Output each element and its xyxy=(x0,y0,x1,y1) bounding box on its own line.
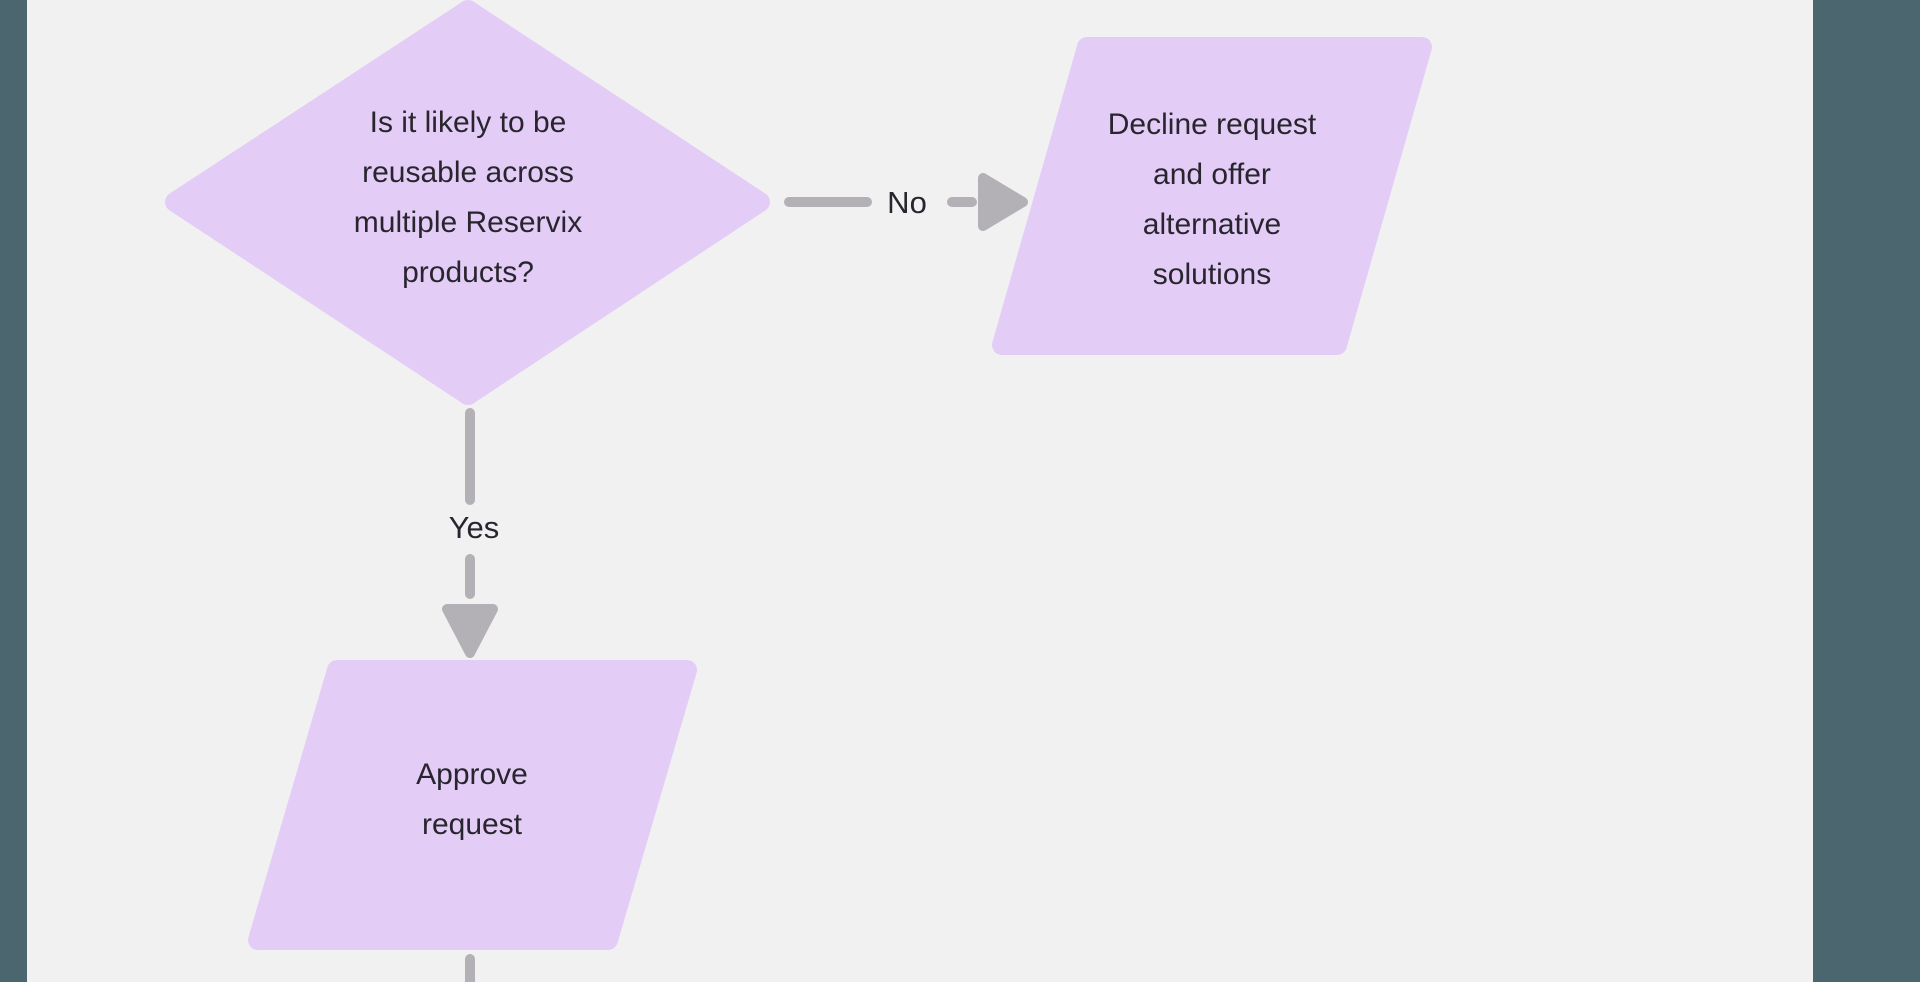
arrowhead-down-icon xyxy=(442,604,498,658)
canvas-edge-left xyxy=(0,0,27,982)
approve-node-shape[interactable] xyxy=(248,660,697,950)
decision-node-shape[interactable] xyxy=(165,0,770,405)
canvas-edge-right xyxy=(1813,0,1920,982)
arrowhead-right-icon xyxy=(978,173,1028,231)
decline-node-shape[interactable] xyxy=(992,37,1432,355)
